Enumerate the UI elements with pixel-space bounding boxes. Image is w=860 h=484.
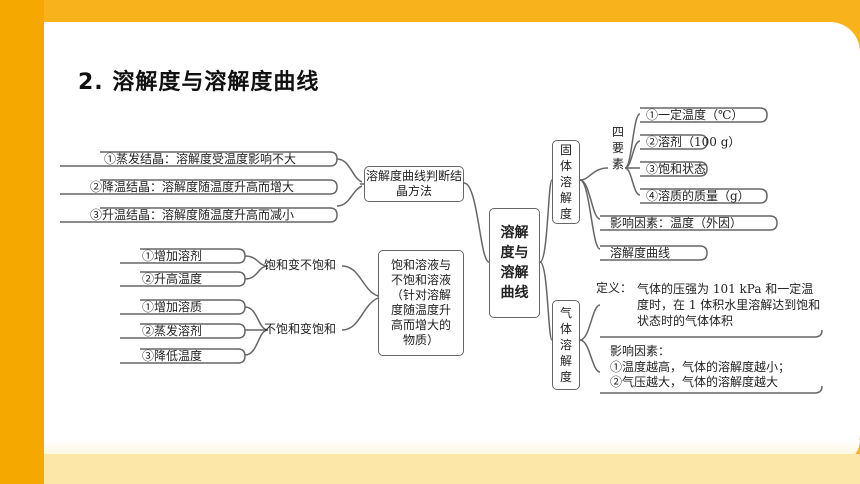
solid-factors: 影响因素：温度（外因）: [610, 216, 743, 230]
to-sat-item-2: ②蒸发溶剂: [142, 324, 203, 338]
crystal-method-box-text: 溶解度曲线判断结晶方法: [365, 169, 462, 198]
to-unsat-item-1: ①增加溶剂: [142, 249, 203, 263]
bottom-band: [44, 454, 860, 484]
saturation-box: 饱和溶液与不饱和溶液（针对溶解度随温度升高而增大的物质）: [378, 250, 464, 356]
to-sat-item-1: ①增加溶质: [142, 300, 203, 314]
gas-factor-1: ①温度越高，气体的溶解度越小；: [610, 360, 791, 374]
element-3: ③饱和状态: [646, 162, 707, 176]
content-card: [44, 22, 860, 464]
to-sat-item-3: ③降低温度: [142, 349, 203, 363]
gas-factor-2: ②气压越大，气体的溶解度越大: [610, 375, 779, 389]
gas-solubility-box: 气体溶解度: [552, 300, 580, 390]
page-title: 2. 溶解度与溶解度曲线: [78, 70, 320, 95]
saturation-box-text: 饱和溶液与不饱和溶液（针对溶解度随温度升高而增大的物质）: [390, 258, 451, 347]
crystal-method-2: ②降温结晶：溶解度随温度升高而增大: [90, 180, 295, 194]
gas-factors-title: 影响因素：: [610, 344, 671, 358]
crystal-method-1: ①蒸发结晶：溶解度受温度影响不大: [104, 152, 297, 166]
element-4: ④溶质的质量（g）: [646, 189, 750, 203]
crystal-method-box: 溶解度曲线判断结晶方法: [364, 166, 464, 202]
central-topic-text: 溶解度与溶解曲线: [500, 225, 529, 301]
to-saturated-label: 不饱和变饱和: [264, 322, 337, 336]
crystal-method-3: ③升温结晶：溶解度随温度升高而减小: [90, 208, 295, 222]
to-unsaturated-label: 饱和变不饱和: [264, 258, 337, 272]
solid-solubility-box: 固体溶解度: [552, 140, 580, 224]
left-accent-bar: [0, 0, 44, 484]
definition-label: 定义：: [596, 281, 633, 295]
solubility-curve: 溶解度曲线: [610, 246, 671, 260]
solid-solubility-text: 固体溶解度: [559, 143, 572, 221]
gas-solubility-text: 气体溶解度: [559, 306, 572, 384]
element-1: ①一定温度（℃）: [646, 108, 744, 122]
gas-definition: 气体的压强为 101 kPa 和一定温度时，在 1 体积水里溶解达到饱和状态时的…: [637, 282, 821, 328]
element-2: ②溶剂（100 g）: [646, 135, 741, 149]
four-elements-label: 四要素: [611, 125, 624, 171]
to-unsat-item-2: ②升高温度: [142, 272, 203, 286]
central-topic-box: 溶解度与溶解曲线: [489, 208, 540, 318]
